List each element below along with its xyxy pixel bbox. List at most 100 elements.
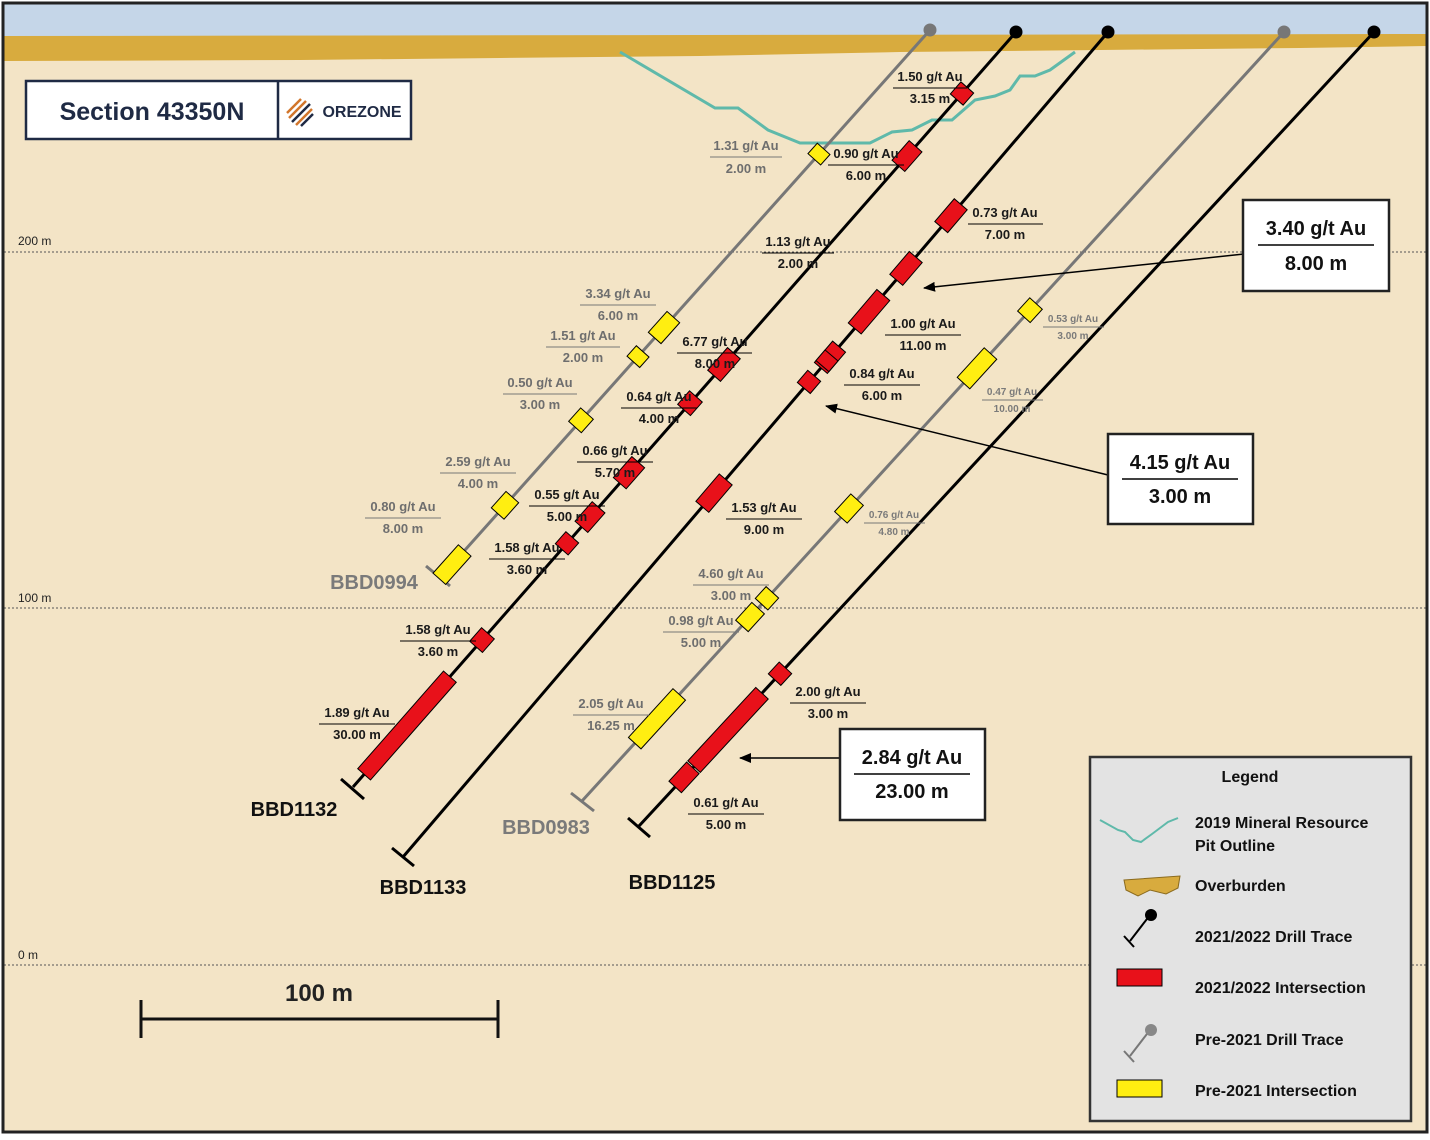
intersection-2021-2022 bbox=[468, 627, 496, 654]
label-grade: 0.80 g/t Au bbox=[370, 499, 435, 514]
sky-band bbox=[4, 4, 1426, 38]
label-grade: 3.34 g/t Au bbox=[585, 286, 650, 301]
legend-new-trace-icon bbox=[1123, 909, 1157, 948]
label-grade: 1.58 g/t Au bbox=[494, 540, 559, 555]
intersection-2021-2022 bbox=[695, 473, 733, 514]
hole-label-bbd0983: BBD0983 bbox=[502, 817, 590, 839]
label-grade: 1.89 g/t Au bbox=[324, 705, 389, 720]
label-length: 5.00 m bbox=[547, 509, 587, 524]
intersection-2021-2022 bbox=[676, 390, 704, 417]
legend-old-trace-label: Pre-2021 Drill Trace bbox=[1195, 1032, 1344, 1049]
label-grade: 1.50 g/t Au bbox=[897, 69, 962, 84]
label-length: 2.00 m bbox=[778, 256, 818, 271]
intersection-2021-2022 bbox=[815, 349, 839, 373]
intersection-labels: 1.50 g/t Au 3.15 m 0.90 g/t Au 6.00 m 1.… bbox=[319, 69, 1104, 832]
scale-bar-label: 100 m bbox=[285, 980, 353, 1007]
callout-length: 8.00 m bbox=[1285, 253, 1347, 275]
label-length: 8.00 m bbox=[695, 356, 735, 371]
legend-pit-label-2: Pit Outline bbox=[1195, 838, 1275, 855]
intersection-pre-2021 bbox=[567, 407, 595, 434]
label-grade: 0.98 g/t Au bbox=[668, 613, 733, 628]
label-length: 8.00 m bbox=[383, 521, 423, 536]
label-grade: 0.61 g/t Au bbox=[693, 795, 758, 810]
intersection-segments bbox=[357, 81, 1044, 794]
label-grade: 1.53 g/t Au bbox=[731, 500, 796, 515]
intersection-2021-2022 bbox=[889, 250, 923, 287]
intersection-pre-2021 bbox=[432, 544, 472, 586]
collar-bbd0994 bbox=[923, 23, 937, 37]
label-grade: 4.60 g/t Au bbox=[698, 566, 763, 581]
title-box-frame bbox=[24, 79, 413, 141]
label-length: 3.00 m bbox=[520, 397, 560, 412]
label-length: 3.00 m bbox=[711, 588, 751, 603]
label-grade: 0.47 g/t Au bbox=[987, 387, 1037, 398]
label-grade: 6.77 g/t Au bbox=[682, 334, 747, 349]
label-length: 5.00 m bbox=[706, 817, 746, 832]
label-length: 7.00 m bbox=[985, 227, 1025, 242]
trace-bbd1133 bbox=[401, 31, 1110, 858]
orezone-logo-icon bbox=[286, 98, 314, 127]
intersection-2021-2022 bbox=[554, 530, 580, 556]
overburden-layer bbox=[4, 34, 1426, 61]
label-length: 3.60 m bbox=[418, 644, 458, 659]
label-grade: 0.84 g/t Au bbox=[849, 366, 914, 381]
intersection-pre-2021 bbox=[490, 490, 520, 520]
hole-label-bbd0994: BBD0994 bbox=[330, 572, 419, 594]
label-length: 5.70 m bbox=[595, 465, 635, 480]
legend-title: Legend bbox=[1222, 769, 1279, 786]
intersection-2021-2022 bbox=[767, 661, 793, 687]
label-length: 3.60 m bbox=[507, 562, 547, 577]
label-length: 10.00 m bbox=[994, 404, 1031, 415]
trace-bbd0994 bbox=[438, 29, 932, 579]
elevation-label-100: 100 m bbox=[18, 591, 51, 605]
label-length: 4.80 m bbox=[878, 527, 909, 538]
label-grade: 0.50 g/t Au bbox=[507, 375, 572, 390]
intersection-2021-2022 bbox=[357, 670, 457, 781]
intersection-pre-2021 bbox=[956, 347, 998, 390]
legend-new-intersection-label: 2021/2022 Intersection bbox=[1195, 980, 1366, 997]
label-length: 16.25 m bbox=[587, 718, 635, 733]
eoh-bbd1132 bbox=[340, 777, 365, 801]
intersection-2021-2022 bbox=[847, 288, 891, 335]
trace-bbd0983 bbox=[580, 30, 1286, 803]
intersection-pre-2021 bbox=[734, 601, 766, 633]
eoh-bbd1125 bbox=[627, 816, 651, 839]
intersection-pre-2021 bbox=[647, 310, 681, 345]
label-length: 5.00 m bbox=[681, 635, 721, 650]
legend-overburden-icon bbox=[1123, 875, 1181, 897]
label-grade: 1.31 g/t Au bbox=[713, 138, 778, 153]
label-length: 4.00 m bbox=[458, 476, 498, 491]
label-grade: 0.76 g/t Au bbox=[869, 510, 919, 521]
label-grade: 0.53 g/t Au bbox=[1048, 314, 1098, 325]
callout-grade: 3.40 g/t Au bbox=[1266, 218, 1366, 240]
collar-bbd1133 bbox=[1101, 25, 1115, 39]
label-length: 9.00 m bbox=[744, 522, 784, 537]
label-grade: 1.00 g/t Au bbox=[890, 316, 955, 331]
intersection-2021-2022 bbox=[574, 501, 606, 534]
collar-bbd0983 bbox=[1277, 25, 1291, 39]
hole-label-bbd1133: BBD1133 bbox=[380, 877, 467, 899]
scale-bar: 100 m bbox=[139, 980, 500, 1038]
label-grade: 2.00 g/t Au bbox=[795, 684, 860, 699]
section-title: Section 43350N bbox=[60, 98, 245, 126]
label-length: 6.00 m bbox=[598, 308, 638, 323]
label-grade: 2.59 g/t Au bbox=[445, 454, 510, 469]
intersection-pre-2021 bbox=[754, 585, 780, 611]
label-length: 3.00 m bbox=[808, 706, 848, 721]
eoh-bbd0983 bbox=[570, 791, 595, 813]
intersection-2021-2022 bbox=[796, 369, 822, 395]
callout-length: 23.00 m bbox=[875, 781, 948, 803]
intersection-2021-2022 bbox=[687, 686, 769, 774]
legend-new-trace-label: 2021/2022 Drill Trace bbox=[1195, 929, 1353, 946]
label-length: 30.00 m bbox=[333, 727, 381, 742]
hole-label-bbd1125: BBD1125 bbox=[629, 872, 716, 894]
label-length: 3.00 m bbox=[1057, 331, 1088, 342]
legend-old-intersection-label: Pre-2021 Intersection bbox=[1195, 1083, 1357, 1100]
label-grade: 0.90 g/t Au bbox=[833, 146, 898, 161]
label-grade: 0.55 g/t Au bbox=[534, 487, 599, 502]
intersection-pre-2021 bbox=[1016, 297, 1044, 324]
collar-bbd1132 bbox=[1009, 25, 1023, 39]
